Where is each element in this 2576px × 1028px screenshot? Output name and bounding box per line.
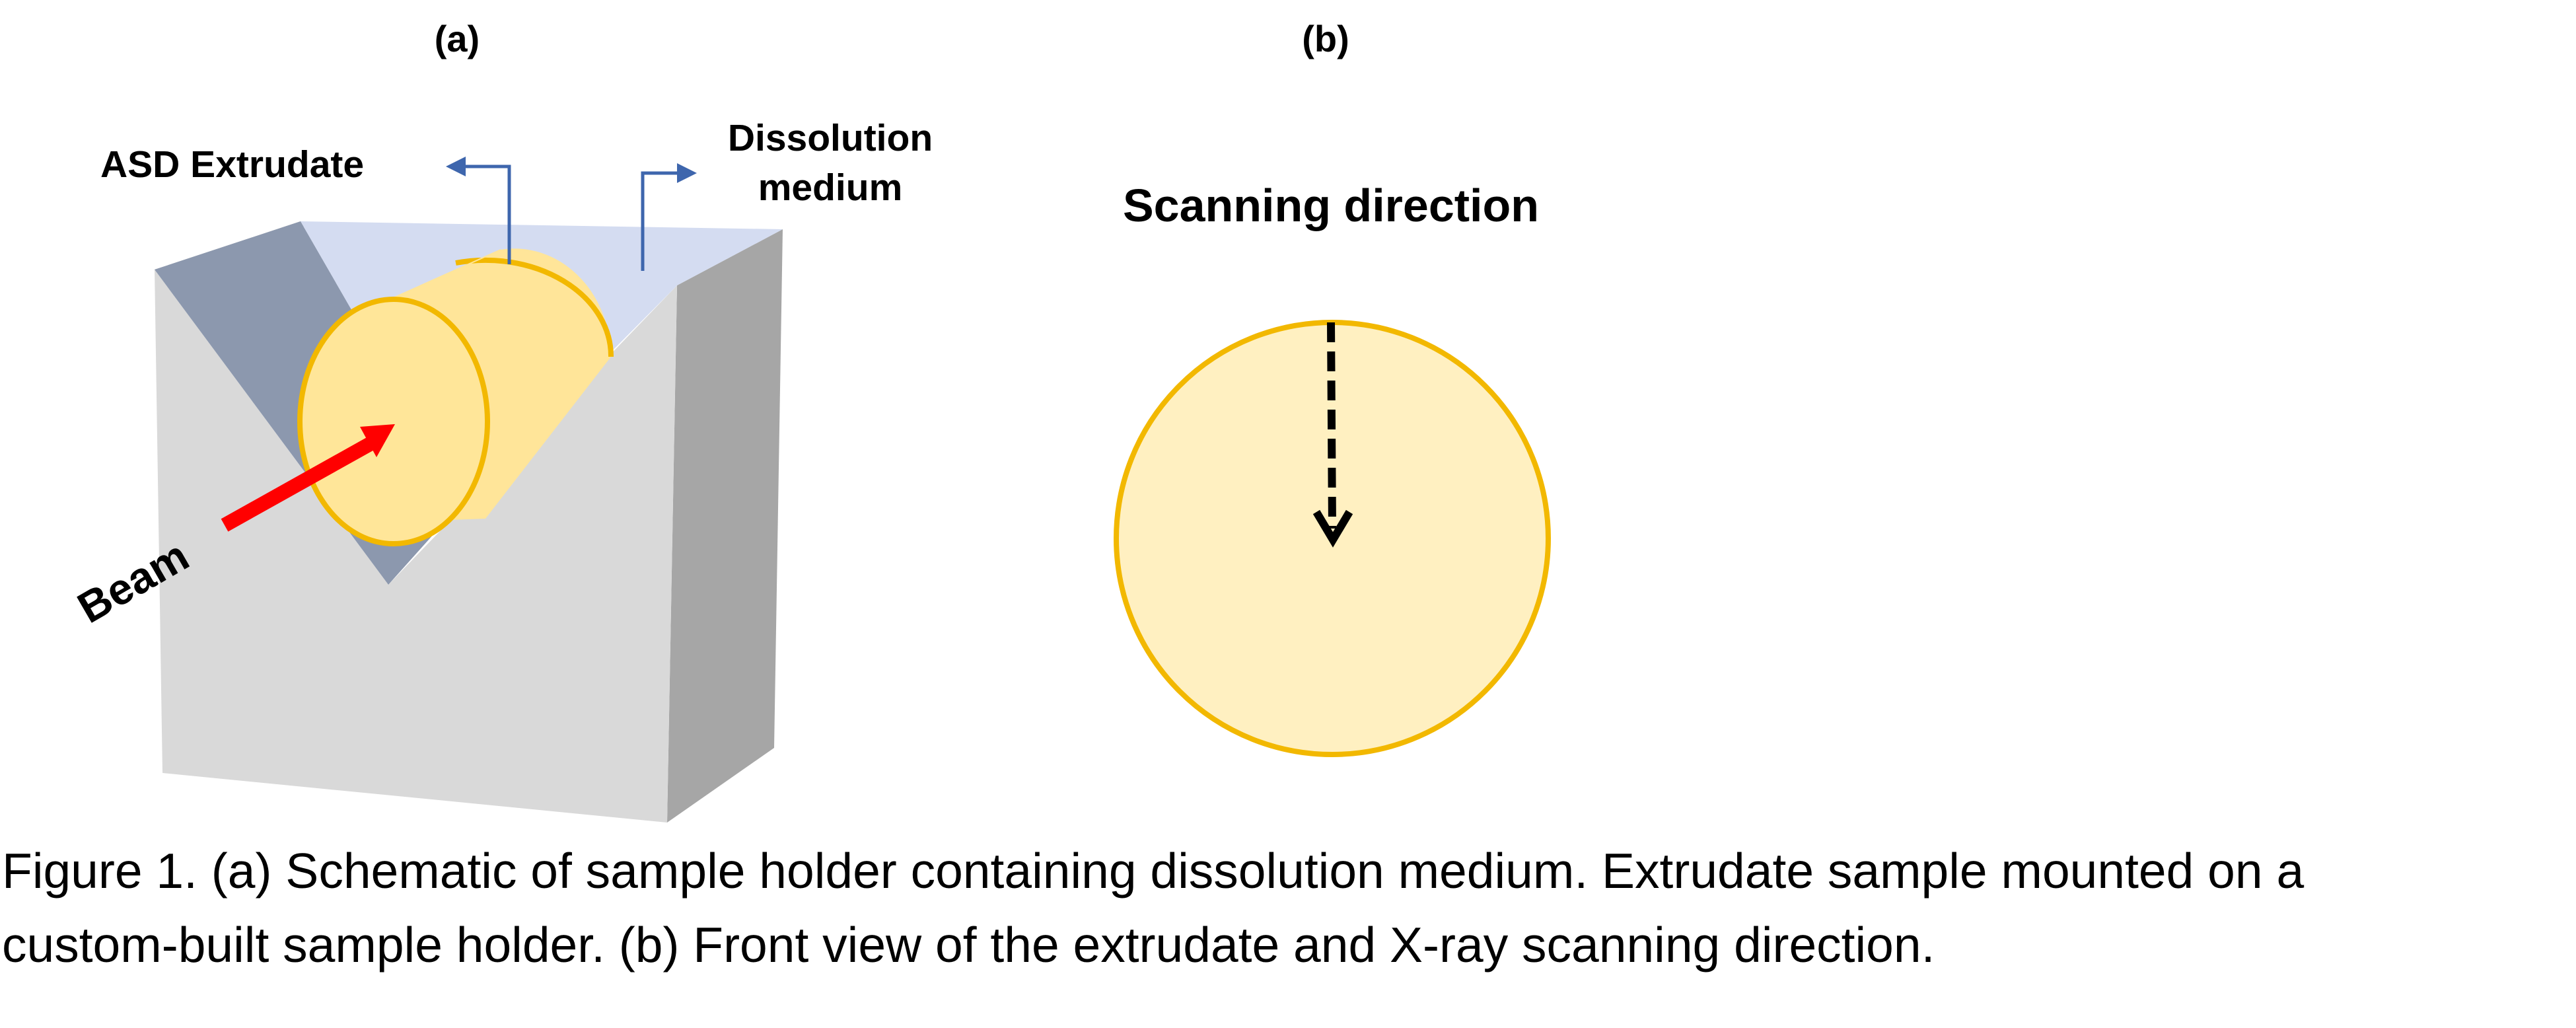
panel-b-label: (b): [1302, 18, 1349, 59]
label-leaders: [446, 157, 697, 271]
medium-label-line1: Dissolution: [728, 117, 933, 159]
caption-line-1: Figure 1. (a) Schematic of sample holder…: [2, 843, 2305, 899]
scan-direction-arrow: [1312, 322, 1353, 548]
beam-shaft: [221, 437, 374, 532]
panel-a-label: (a): [435, 18, 480, 59]
scanning-direction-label: Scanning direction: [1123, 180, 1539, 231]
extrudate-top-edge: [379, 249, 501, 305]
beam-arrow: [221, 424, 395, 532]
medium-label-line2: medium: [758, 166, 903, 209]
scan-arrow-head: [1312, 509, 1353, 548]
extrudate-leader: [446, 157, 511, 264]
asd-extrudate: [297, 248, 614, 546]
extrudate-label: ASD Extrudate: [100, 143, 364, 186]
panel-a: (a) ASD Extrudate Dissolution: [69, 18, 933, 823]
figure-caption: Figure 1. (a) Schematic of sample holder…: [2, 834, 2575, 982]
block-side-face: [667, 229, 783, 823]
scan-arrow-shaft: [1327, 322, 1336, 529]
beam-head: [360, 424, 395, 457]
extrudate-back-outline: [455, 257, 614, 357]
extrudate-front-face: [297, 297, 490, 546]
medium-leader: [641, 163, 697, 271]
block-front-face: [155, 270, 677, 823]
panel-b: (b) Scanning direction: [1114, 18, 1551, 757]
caption-line-2: custom-built sample holder. (b) Front vi…: [2, 917, 1935, 973]
